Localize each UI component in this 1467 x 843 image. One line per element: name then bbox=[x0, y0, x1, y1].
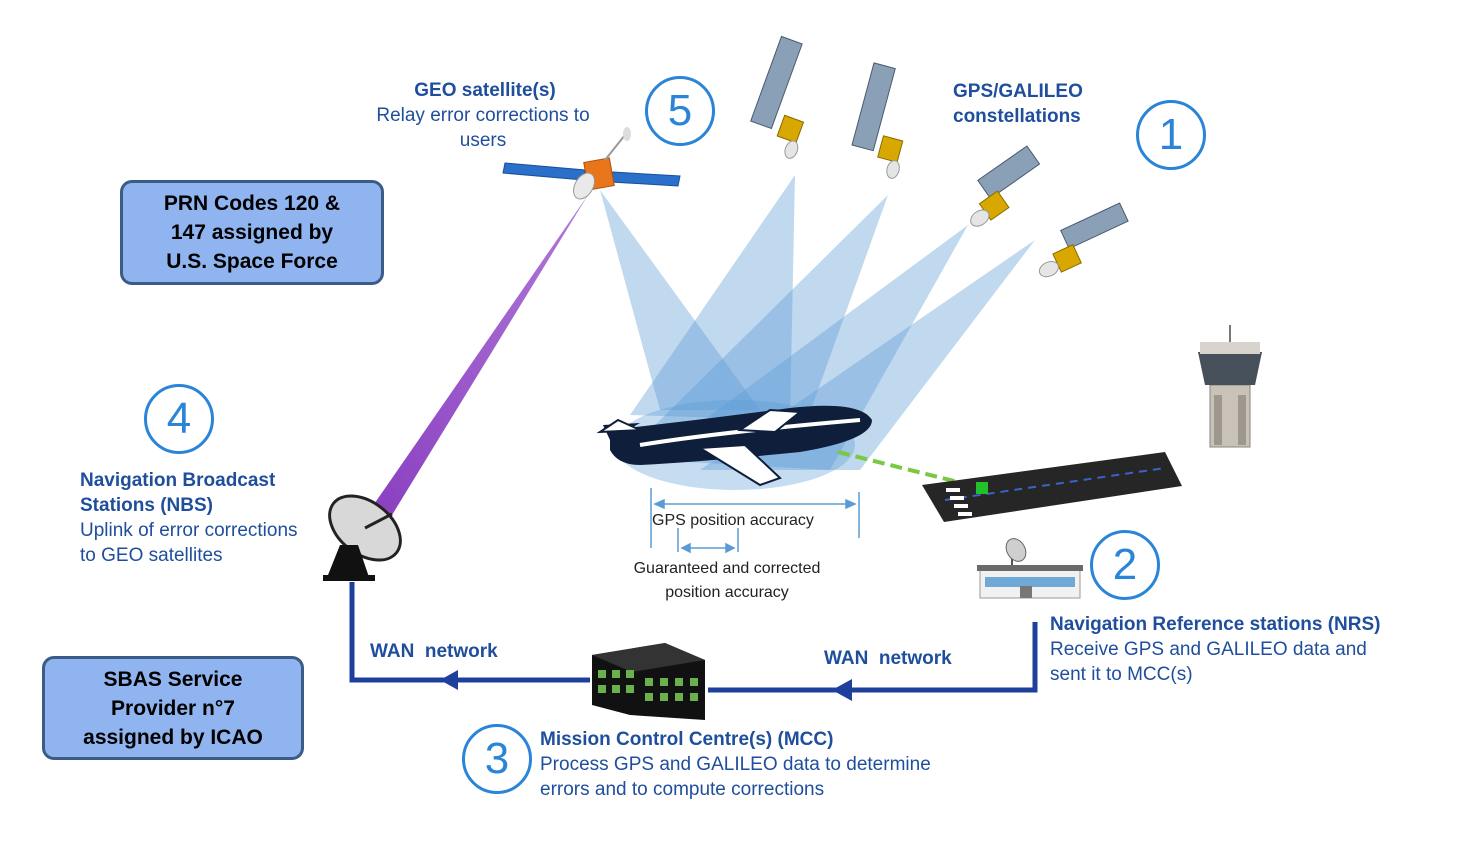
wan-links bbox=[349, 582, 1038, 693]
step-3-circle: 3 bbox=[462, 724, 532, 794]
wan-arrow-left bbox=[440, 670, 458, 690]
mcc-desc-line1: Process GPS and GALILEO data to determin… bbox=[540, 754, 931, 775]
reference-station-icon bbox=[977, 538, 1083, 599]
nbs-desc-line2: to GEO satellites bbox=[80, 545, 223, 566]
step-4-circle: 4 bbox=[144, 384, 214, 454]
gps-beam-2 bbox=[640, 195, 888, 440]
sbas-line2: Provider n°7 bbox=[111, 696, 235, 720]
gps-satellite-icon bbox=[750, 35, 805, 159]
sbas-line3: assigned by ICAO bbox=[83, 725, 263, 749]
step-2-circle: 2 bbox=[1090, 530, 1160, 600]
prn-line1: PRN Codes 120 & bbox=[163, 192, 341, 215]
geo-beam bbox=[600, 190, 760, 410]
gps-satellite-icon bbox=[970, 145, 1041, 227]
step-5-circle: 5 bbox=[645, 76, 715, 146]
wan-network-label-right: WAN network bbox=[824, 648, 952, 669]
corrected-accuracy-line1: Guaranteed and corrected bbox=[633, 560, 821, 577]
prn-line3: U.S. Space Force bbox=[166, 250, 338, 273]
prn-line2: 147 assigned by bbox=[170, 221, 334, 244]
step-1-circle: 1 bbox=[1136, 100, 1206, 170]
nrs-desc-line2: sent it to MCC(s) bbox=[1050, 664, 1193, 685]
sbas-line1: SBAS Service bbox=[103, 667, 243, 691]
runway-icon bbox=[922, 452, 1182, 522]
mission-control-building-icon bbox=[592, 643, 705, 720]
geo-title: GEO satellite(s) bbox=[414, 80, 556, 101]
constellation-title-line1: GPS/GALILEO bbox=[953, 81, 1083, 102]
accuracy-markers bbox=[650, 488, 860, 554]
nrs-desc-line1: Receive GPS and GALILEO data and bbox=[1050, 639, 1367, 660]
mcc-desc-line2: errors and to compute corrections bbox=[540, 779, 825, 800]
gps-accuracy-label: GPS position accuracy bbox=[652, 512, 814, 529]
control-tower-icon bbox=[1198, 325, 1262, 448]
nbs-desc-line1: Uplink of error corrections bbox=[80, 520, 298, 541]
nrs-title: Navigation Reference stations (NRS) bbox=[1050, 614, 1381, 635]
satellite-dish-icon bbox=[323, 494, 402, 581]
airplane-icon bbox=[596, 405, 872, 487]
nbs-title-line2: Stations (NBS) bbox=[80, 495, 213, 516]
uplink-beam bbox=[370, 195, 588, 515]
gps-satellite-icon bbox=[1038, 202, 1129, 278]
mcc-title: Mission Control Centre(s) (MCC) bbox=[540, 729, 834, 750]
corrected-accuracy-line2: position accuracy bbox=[665, 584, 789, 601]
prn-codes-box: PRN Codes 120 & 147 assigned by U.S. Spa… bbox=[120, 180, 384, 285]
wan-network-label-left: WAN network bbox=[370, 641, 498, 662]
nbs-title-line1: Navigation Broadcast bbox=[80, 470, 276, 491]
constellation-title-line2: constellations bbox=[953, 106, 1081, 127]
geo-desc-line1: Relay error corrections to bbox=[376, 105, 590, 126]
gps-beam-3 bbox=[650, 225, 968, 470]
sbas-provider-box: SBAS Service Provider n°7 assigned by IC… bbox=[42, 656, 304, 760]
geo-satellite-icon bbox=[502, 127, 681, 200]
geo-desc-line2: users bbox=[459, 130, 507, 151]
gps-beam-1 bbox=[630, 175, 795, 420]
gps-satellite-icon bbox=[851, 62, 904, 179]
approach-path bbox=[837, 450, 983, 490]
wan-arrow-right bbox=[832, 679, 852, 701]
